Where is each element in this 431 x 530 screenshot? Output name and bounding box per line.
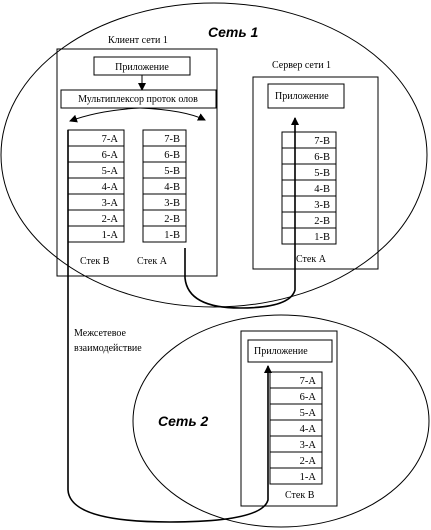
- host-stack-layer-label: 7-A: [300, 376, 317, 387]
- client-stack-a-cell: [142, 225, 187, 243]
- mux-to-stack-a-arrow: [139, 107, 206, 121]
- client-title: Клиент сети 1: [108, 35, 168, 46]
- host-app-box: [247, 339, 333, 363]
- internetwork-link: [67, 130, 272, 523]
- client-box: [56, 48, 218, 277]
- host-stack-layer-label: 4-A: [300, 424, 317, 435]
- network-2-title: Сеть 2: [158, 413, 209, 429]
- server-stack-layer-label: 5-B: [314, 168, 330, 179]
- server-stack-layer-label: 6-B: [314, 152, 330, 163]
- host-stack-label: Стек B: [285, 490, 315, 501]
- host-stack-layer-label: 6-A: [300, 392, 317, 403]
- client-stack-b: 7-A 6-A 5-A 4-A 3-A 2-A 1-A: [67, 129, 125, 243]
- network-1-boundary: [0, 2, 428, 308]
- host-stack: 7-A 6-A 5-A 4-A 3-A 2-A 1-A: [269, 371, 323, 485]
- server-box: [252, 76, 379, 270]
- server-stack-layer-label: 3-B: [314, 200, 330, 211]
- host-stack-cell: [269, 467, 323, 485]
- host-stack-layer-label: 1-A: [300, 472, 317, 483]
- internetwork-label-1: Межсетевое: [74, 328, 127, 339]
- server-stack-layer-label: 7-B: [314, 136, 330, 147]
- server-app-box: [267, 83, 345, 109]
- server-stack-layer-label: 2-B: [314, 216, 330, 227]
- client-stack-b-layer-label: 5-A: [102, 166, 119, 177]
- host-box: [240, 330, 338, 507]
- client-stack-a-layer-label: 7-B: [164, 134, 180, 145]
- server-stack: 7-B 6-B 5-B 4-B 3-B 2-B 1-B: [281, 131, 337, 245]
- client-stack-b-layer-label: 7-A: [102, 134, 119, 145]
- host-stack-layer-label: 3-A: [300, 440, 317, 451]
- network-1-title: Сеть 1: [208, 24, 259, 40]
- client-stack-a-label: Стек А: [137, 256, 168, 267]
- mux-to-stack-b-arrow: [69, 107, 141, 123]
- server-stack-label: Стек А: [296, 254, 327, 265]
- internetwork-label-2: взаимодействие: [74, 343, 142, 354]
- client-stack-a-layer-label: 5-B: [164, 166, 180, 177]
- client-stack-b-layer-label: 4-A: [102, 182, 119, 193]
- client-stack-a-layer-label: 4-B: [164, 182, 180, 193]
- server-title: Сервер сети 1: [272, 60, 331, 71]
- host-stack-layer-label: 2-A: [300, 456, 317, 467]
- network-2-boundary: [132, 314, 430, 528]
- client-stack-b-layer-label: 2-A: [102, 214, 119, 225]
- client-stack-b-layer-label: 1-A: [102, 230, 119, 241]
- client-stack-b-layer-label: 6-A: [102, 150, 119, 161]
- client-stack-a-layer-label: 3-B: [164, 198, 180, 209]
- client-stack-b-label: Стек B: [80, 256, 110, 267]
- client-stack-a-layer-label: 2-B: [164, 214, 180, 225]
- host-app-label: Приложение: [254, 346, 308, 357]
- server-stack-layer-label: 4-B: [314, 184, 330, 195]
- client-stack-b-layer-label: 3-A: [102, 198, 119, 209]
- host-stack-layer-label: 5-A: [300, 408, 317, 419]
- client-mux-label: Мультиплексор проток олов: [78, 94, 198, 105]
- server-stack-layer-label: 1-B: [314, 232, 330, 243]
- client-stack-a-layer-label: 1-B: [164, 230, 180, 241]
- client-stack-a-layer-label: 6-B: [164, 150, 180, 161]
- network1-link: [184, 117, 299, 309]
- server-app-label: Приложение: [275, 91, 329, 102]
- client-stack-a: 7-B 6-B 5-B 4-B 3-B 2-B 1-B: [142, 129, 187, 243]
- client-app-label: Приложение: [115, 62, 169, 73]
